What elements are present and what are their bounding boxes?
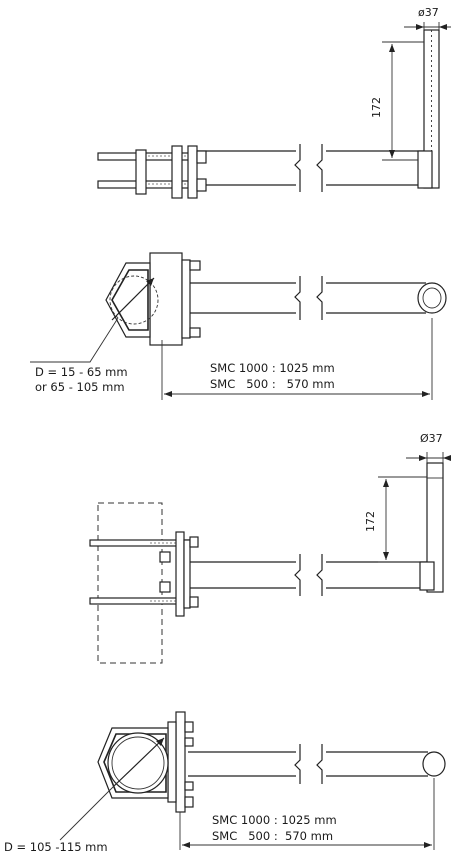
bottom-length-smc1000: SMC 1000 : 1025 mm	[212, 813, 337, 827]
top-height-dimension: 172	[370, 97, 383, 118]
top-length-smc1000: SMC 1000 : 1025 mm	[210, 361, 335, 375]
bottom-clamp-range: D = 105 -115 mm	[4, 840, 108, 854]
view-4-plan: D = 105 -115 mm SMC 1000 : 1025 mm SMC 5…	[4, 711, 446, 854]
top-diameter-label: ø37	[418, 6, 439, 19]
top-length-smc500: SMC 500 : 570 mm	[210, 377, 335, 391]
view-3-side: 172 Ø37	[89, 432, 451, 664]
bottom-length-smc500: SMC 500 : 570 mm	[212, 829, 333, 843]
bottom-height-dimension: 172	[364, 511, 377, 532]
bottom-diameter-label: Ø37	[420, 432, 443, 445]
top-clamp-range-1: D = 15 - 65 mm	[35, 365, 128, 379]
view-1-side: 172 ø37	[97, 6, 451, 199]
top-clamp-range-2: or 65 - 105 mm	[35, 380, 125, 394]
view-2-plan: D = 15 - 65 mm or 65 - 105 mm SMC 1000 :…	[30, 252, 447, 400]
